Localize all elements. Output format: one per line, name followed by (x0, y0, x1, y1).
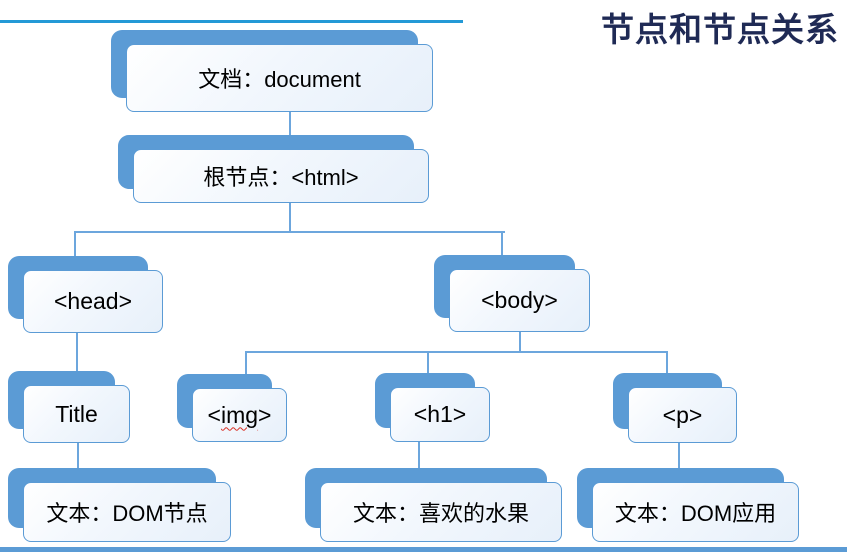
img-word-spellcheck-squiggle: img (220, 401, 259, 428)
slide-title: 节点和节点关系 (601, 11, 839, 48)
node-html: 根节点：<html> (118, 135, 429, 203)
connector-level3-horizontal (75, 231, 505, 233)
node-text-fruit: 文本：喜欢的水果 (305, 468, 562, 542)
node-p: <p> (613, 373, 737, 443)
node-document-label: 文档：document (126, 44, 433, 112)
connector-drop-p (666, 351, 668, 377)
connector-html-down (289, 201, 291, 233)
node-head: <head> (8, 256, 163, 333)
node-text-dom-app: 文本：DOM应用 (577, 468, 799, 542)
connector-title-text (77, 441, 79, 472)
connector-body-down (519, 330, 521, 353)
img-angle-open: < (207, 401, 221, 428)
connector-head-title (76, 331, 78, 373)
node-title-label: Title (23, 385, 130, 443)
bottom-accent-bar (0, 547, 847, 552)
node-text-dom-node: 文本：DOM节点 (8, 468, 231, 542)
node-body-label: <body> (449, 269, 590, 332)
node-document: 文档：document (111, 30, 433, 112)
connector-p-text (678, 441, 680, 472)
node-p-label: <p> (628, 387, 737, 443)
top-rule-line (0, 20, 463, 23)
connector-h1-text (418, 440, 420, 472)
node-text-dom-node-label: 文本：DOM节点 (23, 482, 231, 542)
node-img-label: <img> (192, 388, 287, 442)
node-img: <img> (177, 374, 287, 442)
connector-level4-horizontal (246, 351, 667, 353)
node-h1: <h1> (375, 373, 490, 442)
connector-drop-img (245, 351, 247, 378)
node-head-label: <head> (23, 270, 163, 333)
node-body: <body> (434, 255, 590, 332)
connector-drop-head (74, 231, 76, 260)
connector-drop-body (501, 231, 503, 259)
node-text-dom-app-label: 文本：DOM应用 (592, 482, 799, 542)
connector-document-html (289, 110, 291, 140)
node-h1-label: <h1> (390, 387, 490, 442)
img-angle-close: > (258, 401, 272, 428)
node-title: Title (8, 371, 130, 443)
connector-drop-h1 (427, 351, 429, 377)
node-html-label: 根节点：<html> (133, 149, 429, 203)
node-text-fruit-label: 文本：喜欢的水果 (320, 482, 562, 542)
